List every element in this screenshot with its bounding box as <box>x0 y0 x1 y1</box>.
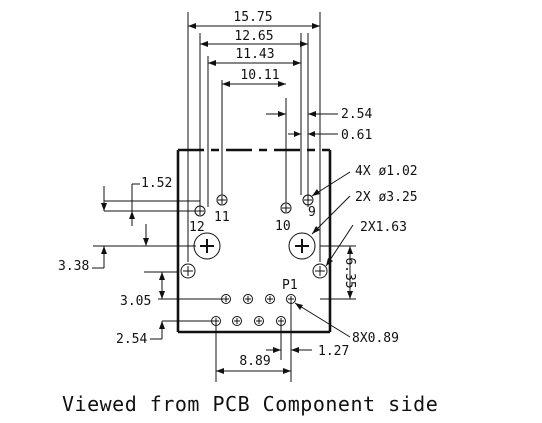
dim-line-6-35 <box>320 245 356 300</box>
dim-label-2-54-top: 2.54 <box>341 107 372 122</box>
dim-label-3-05: 3.05 <box>120 294 151 309</box>
dim-line-2-54-left <box>150 320 216 340</box>
shield-hole-right <box>312 263 328 279</box>
callout-4x-holes: 4X ø1.02 <box>355 164 418 179</box>
leader-2x163 <box>325 224 354 267</box>
dim-label-1-52: 1.52 <box>141 176 172 191</box>
pin-label-10: 10 <box>275 219 291 234</box>
dim-line-11-43 <box>208 60 301 66</box>
dim-label-15-75: 15.75 <box>233 10 272 25</box>
dim-label-3-38: 3.38 <box>58 259 89 274</box>
dim-line-0-61 <box>288 131 338 137</box>
dim-line-1-27 <box>266 321 312 360</box>
hole-pin-9 <box>302 194 314 206</box>
callout-2x163: 2X1.63 <box>360 220 407 235</box>
hole-pin-12 <box>194 205 206 217</box>
dim-label-6-35: 6.35 <box>342 257 357 288</box>
dim-line-12-65 <box>200 41 308 47</box>
pin-row-top <box>221 294 296 304</box>
dim-line-3-38 <box>92 224 196 269</box>
shield-hole-left <box>180 263 196 279</box>
dim-line-2-54-top <box>266 111 338 117</box>
dim-line-1-52 <box>101 183 200 226</box>
dim-label-0-61: 0.61 <box>341 128 372 143</box>
locating-hole-right <box>288 232 316 260</box>
dim-label-8-89: 8.89 <box>239 354 270 369</box>
callout-8x-pins: 8X0.89 <box>352 331 399 346</box>
extension-lines-top <box>187 12 321 262</box>
dim-line-10-11 <box>222 81 286 87</box>
dim-line-15-75 <box>188 23 320 29</box>
locating-hole-left <box>193 232 221 260</box>
dim-label-2-54-left: 2.54 <box>116 332 147 347</box>
dim-label-10-11: 10.11 <box>240 68 279 83</box>
dim-line-3-05 <box>144 271 226 300</box>
pin-label-12: 12 <box>189 220 205 235</box>
dim-label-12-65: 12.65 <box>234 29 273 44</box>
dim-label-11-43: 11.43 <box>235 47 274 62</box>
leader-8x-pins <box>294 302 351 338</box>
pin-label-9: 9 <box>308 205 316 220</box>
dim-label-1-27: 1.27 <box>318 344 349 359</box>
leader-2x-holes <box>311 195 351 235</box>
pin-row-bottom <box>211 316 286 326</box>
hole-pin-10 <box>280 202 292 214</box>
dim-line-8-89 <box>215 300 292 382</box>
pin-label-p1: P1 <box>282 278 298 293</box>
callout-2x-holes: 2X ø3.25 <box>355 190 418 205</box>
leader-4x-holes <box>311 171 351 197</box>
connector-outline <box>176 148 332 334</box>
pin-label-11: 11 <box>214 210 230 225</box>
hole-pin-11 <box>216 194 228 206</box>
diagram-caption: Viewed from PCB Component side <box>62 392 438 416</box>
